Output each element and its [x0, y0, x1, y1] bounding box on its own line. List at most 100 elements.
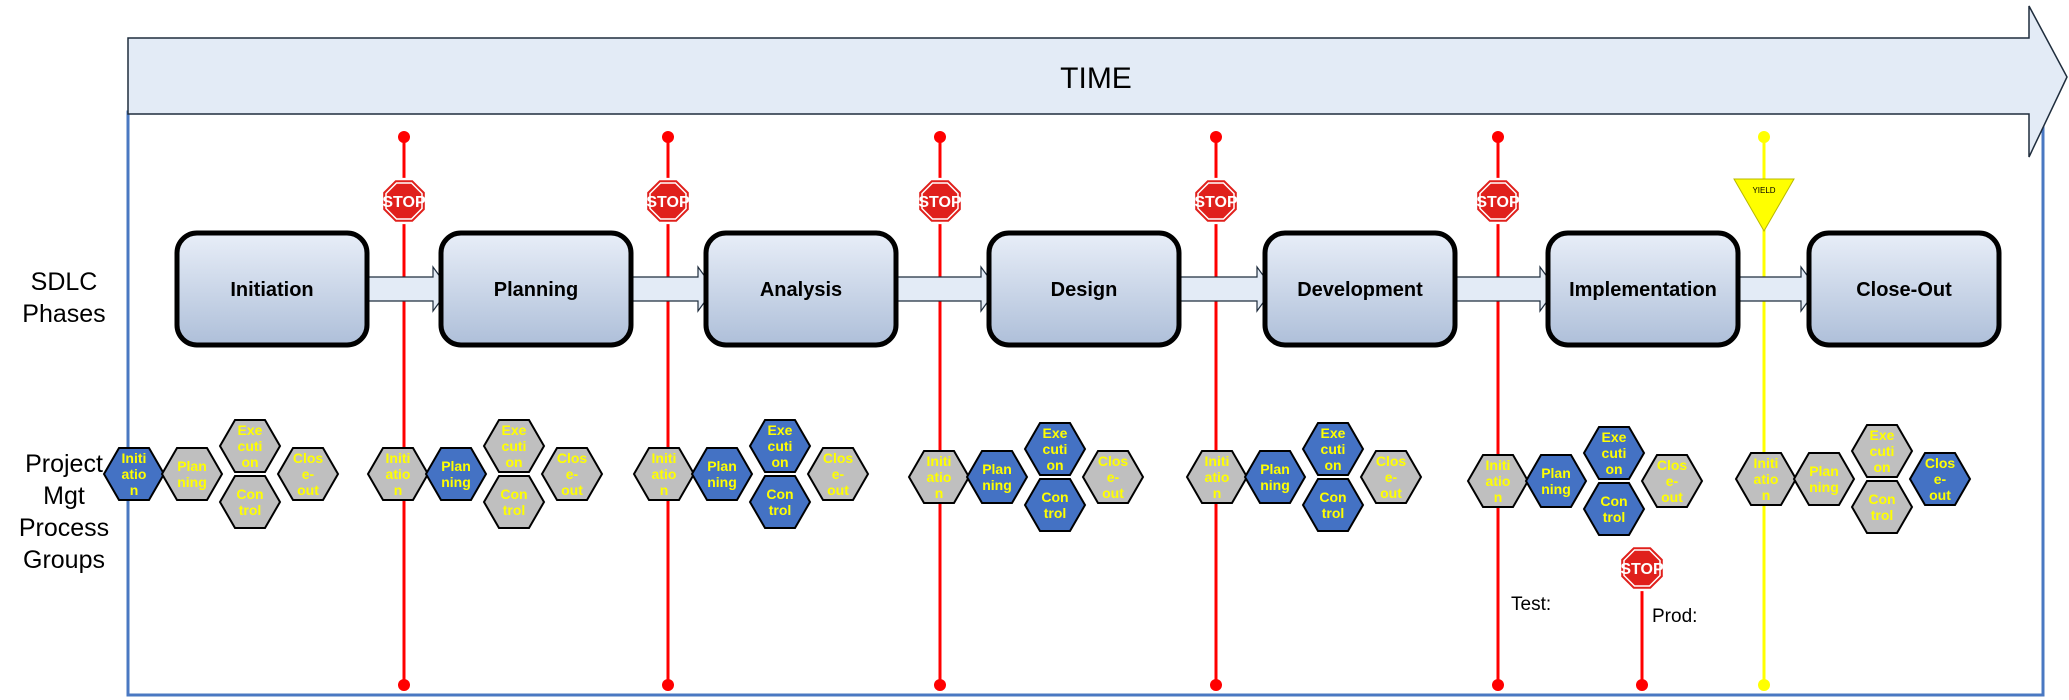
- hex-label: n: [394, 482, 403, 498]
- hex-label: cuti: [1870, 443, 1895, 459]
- stop-sign-text: STOP: [1620, 561, 1664, 578]
- hex-initiation: Initiation: [907, 450, 971, 504]
- phase-box-implementation: Implementation: [1545, 230, 1741, 348]
- hex-initiation: Initiation: [1466, 454, 1530, 508]
- hex-label: Exe: [1602, 429, 1627, 445]
- stop-sign-text: STOP: [1194, 194, 1238, 211]
- hex-label: trol: [503, 502, 526, 518]
- hex-label: Plan: [1541, 465, 1571, 481]
- hex-label: Initi: [1205, 453, 1230, 469]
- hex-label: e-: [1385, 469, 1398, 485]
- phase-label: Close-Out: [1856, 279, 1952, 301]
- test-note: Test:: [1511, 594, 1552, 615]
- hex-initiation: Initiation: [1185, 450, 1249, 504]
- hex-label: n: [130, 482, 139, 498]
- hex-label: on: [771, 454, 788, 470]
- hex-label: Exe: [1321, 425, 1346, 441]
- hex-label: cuti: [768, 438, 793, 454]
- stop-sign-icon: STOP: [1192, 177, 1240, 225]
- process-group-cluster-6: InitiationPlanningClose-outExecutionCont…: [1466, 426, 1704, 536]
- stop-sign-text: STOP: [1476, 194, 1520, 211]
- hex-label: Plan: [177, 458, 207, 474]
- hex-closeout: Close-out: [540, 447, 604, 501]
- hex-label: out: [1929, 487, 1951, 503]
- hex-label: n: [935, 485, 944, 501]
- hex-label: Clos: [1925, 455, 1956, 471]
- gate-line-1: [398, 131, 410, 691]
- hex-label: trol: [769, 502, 792, 518]
- process-group-cluster-5: InitiationPlanningClose-outExecutionCont…: [1185, 422, 1423, 532]
- hex-label: Con: [1600, 493, 1627, 509]
- process-group-cluster-1: InitiationPlanningClose-outExecutionCont…: [102, 419, 340, 529]
- stop-sign-text: STOP: [646, 194, 690, 211]
- hex-label: ning: [707, 474, 737, 490]
- hex-label: Con: [1868, 491, 1895, 507]
- pm-row-label: Project Mgt Process Groups: [18, 450, 110, 574]
- hex-label: on: [1324, 457, 1341, 473]
- hex-label: on: [241, 454, 258, 470]
- hex-label: Clos: [823, 450, 854, 466]
- hex-label: Plan: [441, 458, 471, 474]
- hex-label: cuti: [1602, 445, 1627, 461]
- hex-label: atio: [122, 466, 147, 482]
- phase-box-design: Design: [986, 230, 1182, 348]
- hex-label: Exe: [238, 422, 263, 438]
- hex-label: on: [505, 454, 522, 470]
- hex-label: Initi: [927, 453, 952, 469]
- hex-label: Initi: [652, 450, 677, 466]
- hex-initiation: Initiation: [102, 447, 166, 501]
- hex-label: Con: [236, 486, 263, 502]
- hex-label: e-: [832, 466, 845, 482]
- hex-label: atio: [927, 469, 952, 485]
- phase-connector-arrow: [1170, 265, 1274, 313]
- hex-label: Initi: [1486, 457, 1511, 473]
- hex-label: out: [1380, 485, 1402, 501]
- hex-label: Initi: [122, 450, 147, 466]
- hex-label: ning: [441, 474, 471, 490]
- hex-label: ning: [1260, 477, 1290, 493]
- hex-label: Plan: [1260, 461, 1290, 477]
- process-group-cluster-2: InitiationPlanningClose-outExecutionCont…: [366, 419, 604, 529]
- hex-label: e-: [1666, 473, 1679, 489]
- hex-label: ning: [177, 474, 207, 490]
- phase-box-development: Development: [1262, 230, 1458, 348]
- hex-label: on: [1873, 459, 1890, 475]
- hex-planning: Planning: [424, 447, 488, 501]
- hex-label: cuti: [502, 438, 527, 454]
- hex-closeout: Close-out: [276, 447, 340, 501]
- phase-box-initiation: Initiation: [174, 230, 370, 348]
- yield-sign-icon: YIELD: [1733, 178, 1795, 233]
- prod-gate-line: [1636, 585, 1648, 691]
- hex-label: Con: [1041, 489, 1068, 505]
- gate-line-2: [662, 131, 674, 691]
- hex-initiation: Initiation: [632, 447, 696, 501]
- time-arrow: [127, 5, 2068, 158]
- hex-label: Initi: [1754, 455, 1779, 471]
- hex-label: e-: [566, 466, 579, 482]
- hex-label: e-: [1107, 469, 1120, 485]
- stop-sign-icon: STOP: [1618, 544, 1666, 592]
- hex-planning: Planning: [1524, 454, 1588, 508]
- hex-label: ning: [982, 477, 1012, 493]
- hex-planning: Planning: [160, 447, 224, 501]
- phase-label: Planning: [494, 279, 578, 301]
- hex-label: ning: [1541, 481, 1571, 497]
- phase-box-analysis: Analysis: [703, 230, 899, 348]
- hex-label: Con: [766, 486, 793, 502]
- stop-sign-text: STOP: [918, 194, 962, 211]
- hex-label: cuti: [1321, 441, 1346, 457]
- hex-label: n: [1762, 487, 1771, 503]
- gate-line-5: [1492, 131, 1504, 691]
- hex-label: Exe: [1870, 427, 1895, 443]
- phase-connector-arrow: [887, 265, 998, 313]
- prod-note: Prod:: [1652, 606, 1698, 627]
